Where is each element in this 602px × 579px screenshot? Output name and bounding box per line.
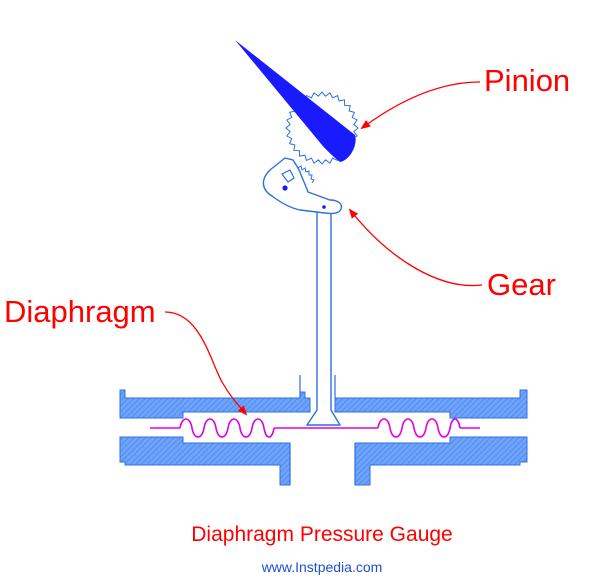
pinion-label: Pinion: [484, 63, 570, 98]
website-credit: www.Instpedia.com: [261, 559, 383, 575]
diaphragm-label: Diaphragm: [4, 294, 156, 329]
pressure-port: [289, 375, 356, 485]
diaphragm: [150, 418, 480, 438]
housing-right-upper: [334, 389, 528, 419]
housing-left-lower: [119, 436, 291, 486]
housing-right-lower: [354, 436, 528, 486]
pinion-leader-arrow: [360, 81, 481, 130]
diagram-title: Diaphragm Pressure Gauge: [191, 523, 452, 546]
housing-left-upper: [119, 389, 311, 419]
diaphragm-leader-arrow: [164, 311, 248, 416]
gear-label: Gear: [487, 267, 556, 302]
sector-gear: [262, 157, 343, 215]
gear-leader-arrow: [348, 208, 483, 287]
pointer-needle: [235, 40, 356, 162]
